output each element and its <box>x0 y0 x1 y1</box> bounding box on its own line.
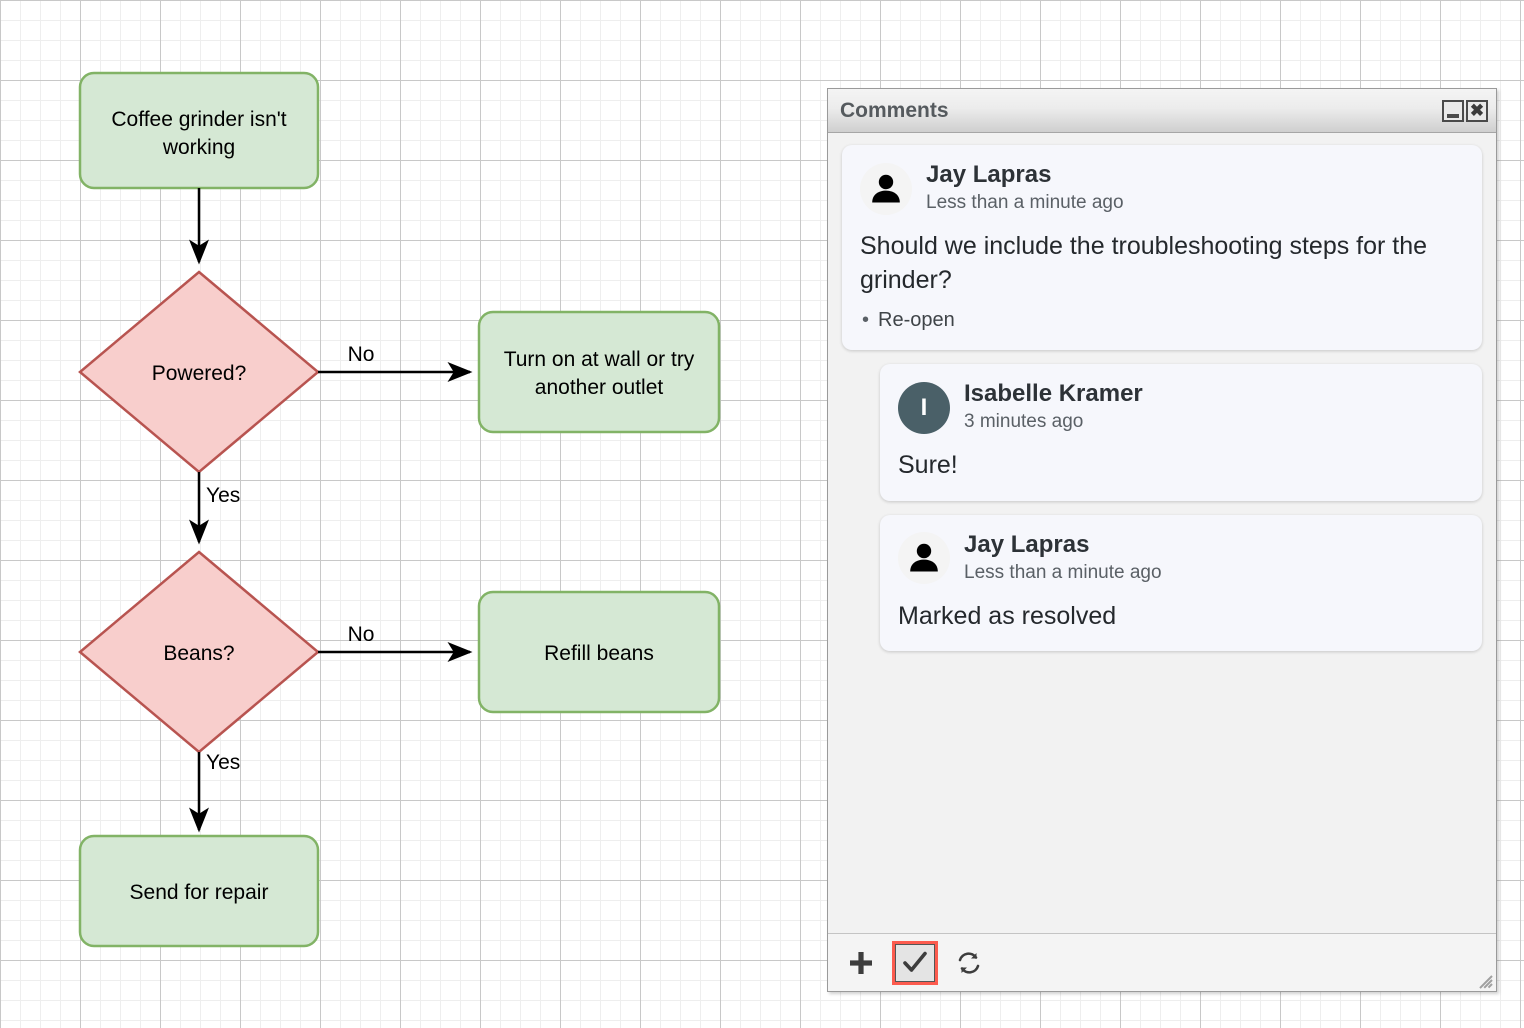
plus-icon <box>850 951 872 974</box>
avatar: I <box>898 381 950 434</box>
comment-text: Should we include the troubleshooting st… <box>860 232 1428 294</box>
comments-toolbar <box>828 933 1496 991</box>
comment-author: Jay Lapras <box>964 530 1090 558</box>
comment-text: Sure! <box>898 451 958 479</box>
reopen-action[interactable]: Re-open <box>862 309 955 332</box>
flow-node-refill[interactable]: Refill beans <box>477 590 721 714</box>
person-icon <box>910 543 938 572</box>
flow-node-outlet[interactable]: Turn on at wall or try another outlet <box>477 310 721 434</box>
comment-timestamp: Less than a minute ago <box>964 561 1162 583</box>
comment-author: Jay Lapras <box>926 161 1052 188</box>
flow-node-outlet-line1: Turn on at wall or try <box>504 348 695 371</box>
flow-node-refill-label: Refill beans <box>544 642 654 665</box>
comment-text: Marked as resolved <box>898 601 1117 630</box>
flow-node-start-line2: working <box>162 136 235 159</box>
refresh-button[interactable] <box>946 941 992 985</box>
titlebar-buttons: ✖ <box>1442 99 1488 122</box>
comment-timestamp: 3 minutes ago <box>964 411 1084 433</box>
flow-node-beans-label: Beans? <box>163 642 234 665</box>
flow-node-start[interactable]: Coffee grinder isn't working <box>78 71 320 190</box>
resolve-button[interactable] <box>892 940 938 985</box>
flow-edge-label-no-2: No <box>348 623 375 646</box>
refresh-icon <box>958 951 980 974</box>
comment-meta: Jay Lapras Less than a minute ago <box>964 531 1162 586</box>
comment-meta: Isabelle Kramer 3 minutes ago <box>964 380 1143 435</box>
comment-author: Isabelle Kramer <box>964 380 1143 407</box>
comment-actions: Re-open <box>860 309 1464 332</box>
comment-card[interactable]: Jay Lapras Less than a minute ago Should… <box>842 145 1482 350</box>
close-icon[interactable]: ✖ <box>1466 99 1488 122</box>
flow-edge-label-yes-1: Yes <box>206 484 240 507</box>
flow-node-outlet-line2: another outlet <box>535 376 664 399</box>
flow-edge-label-no-1: No <box>348 343 375 366</box>
comments-panel: Comments ✖ <box>827 88 1497 992</box>
check-icon <box>903 951 927 972</box>
comment-timestamp: Less than a minute ago <box>926 192 1124 214</box>
comment-header: I Isabelle Kramer 3 minutes ago <box>898 380 1464 435</box>
flow-edge-label-yes-2: Yes <box>206 751 240 774</box>
flow-node-powered[interactable]: Powered? <box>78 270 320 474</box>
flow-node-start-line1: Coffee grinder isn't <box>111 108 286 131</box>
minimize-icon[interactable] <box>1442 99 1464 122</box>
comments-panel-titlebar[interactable]: Comments ✖ <box>828 89 1496 133</box>
person-icon <box>872 174 900 202</box>
resize-handle[interactable] <box>1474 969 1493 989</box>
avatar <box>898 532 950 584</box>
comment-card[interactable]: Jay Lapras Less than a minute ago Marked… <box>880 514 1482 651</box>
comment-header: Jay Lapras Less than a minute ago <box>860 161 1464 216</box>
avatar-initial: I <box>920 393 928 421</box>
flow-node-beans[interactable]: Beans? <box>78 550 320 754</box>
comment-card[interactable]: I Isabelle Kramer 3 minutes ago Sure! <box>880 364 1482 501</box>
flow-node-repair[interactable]: Send for repair <box>78 834 320 948</box>
comments-list: Jay Lapras Less than a minute ago Should… <box>828 133 1496 933</box>
comment-header: Jay Lapras Less than a minute ago <box>898 531 1464 586</box>
comments-panel-title: Comments <box>840 98 949 122</box>
flow-node-powered-label: Powered? <box>152 362 247 385</box>
flow-node-repair-label: Send for repair <box>130 881 269 904</box>
add-comment-button[interactable] <box>838 941 884 985</box>
flowchart: Coffee grinder isn't working Powered? No… <box>78 71 721 948</box>
comment-meta: Jay Lapras Less than a minute ago <box>926 161 1124 216</box>
avatar <box>860 162 912 215</box>
